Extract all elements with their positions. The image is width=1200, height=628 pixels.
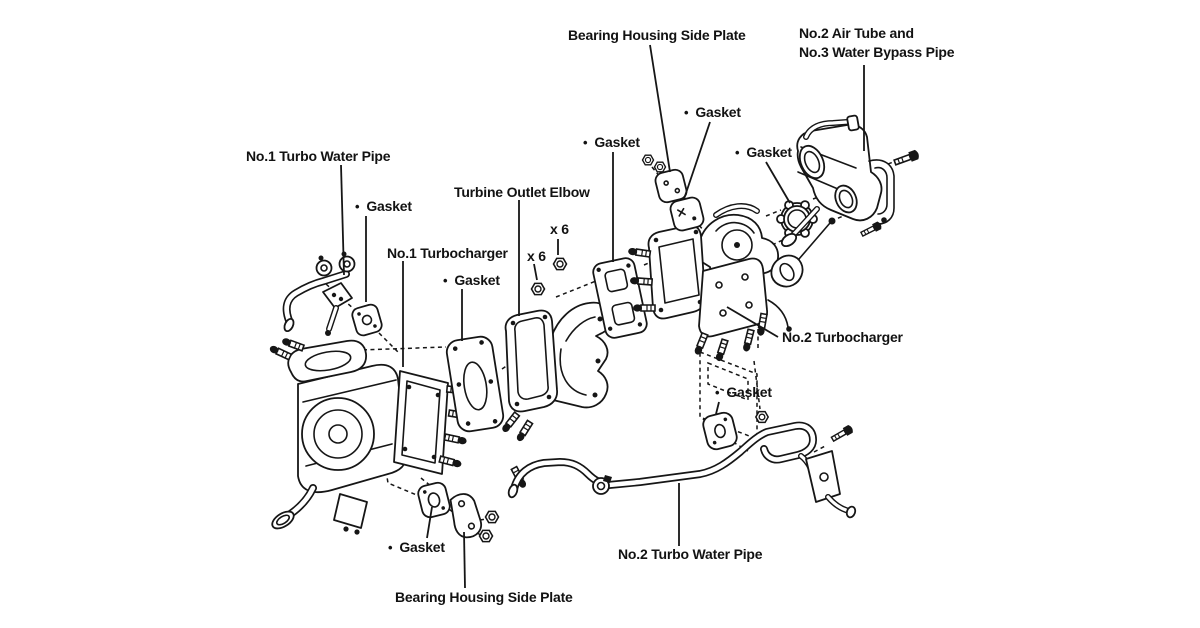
leader-x6-left xyxy=(533,263,538,281)
no1-turbocharger-drawing xyxy=(267,336,473,535)
bullet-marker: • xyxy=(388,540,393,555)
air-tube-bolt-upper xyxy=(892,148,921,168)
no2-turbocharger-drawing xyxy=(626,203,836,363)
label-text: Bearing Housing Side Plate xyxy=(568,27,746,43)
label-no1-turbocharger: No.1 Turbocharger xyxy=(387,244,508,263)
label-bearing-housing-side-plate-bottom: Bearing Housing Side Plate xyxy=(395,588,573,607)
no2-turbo-water-pipe-drawing xyxy=(507,410,857,519)
label-text: Gasket xyxy=(594,134,640,150)
label-text: No.1 Turbo Water Pipe xyxy=(246,148,391,164)
leader-gasket-upper-right xyxy=(765,161,791,204)
pipe-mounting-dashed-box xyxy=(699,350,758,441)
leader-bearing-housing-side-plate-top xyxy=(649,44,671,173)
no1-turbo-water-pipe-drawing xyxy=(282,251,356,336)
label-text: Gasket xyxy=(454,272,500,288)
bullet-marker: • xyxy=(583,135,588,150)
label-text: Gasket xyxy=(695,104,741,120)
label-text: No.1 Turbocharger xyxy=(387,245,508,261)
label-no2-turbo-water-pipe: No.2 Turbo Water Pipe xyxy=(618,545,763,564)
leader-gasket-top-center xyxy=(683,121,711,200)
label-text: No.2 Air Tube and No.3 Water Bypass Pipe xyxy=(799,25,955,60)
manifold-nut-x6-right xyxy=(552,257,568,271)
no1-water-pipe-gasket-drawing xyxy=(351,303,383,337)
leader-bearing-housing-side-plate-bottom xyxy=(463,531,466,589)
leader-no1-turbo-water-pipe xyxy=(340,164,345,276)
label-bearing-housing-side-plate-top: Bearing Housing Side Plate xyxy=(568,26,746,45)
label-x6-left: x 6 xyxy=(527,247,546,266)
label-turbine-outlet-elbow: Turbine Outlet Elbow xyxy=(454,183,590,202)
bullet-marker: • xyxy=(355,199,360,214)
bullet-marker: • xyxy=(735,145,740,160)
leader-gasket-lower-right xyxy=(715,401,720,415)
label-text: Gasket xyxy=(726,384,772,400)
label-gasket-center-left: • Gasket xyxy=(443,271,500,290)
label-no2-turbocharger: No.2 Turbocharger xyxy=(782,328,903,347)
label-no1-turbo-water-pipe: No.1 Turbo Water Pipe xyxy=(246,147,391,166)
label-text: Gasket xyxy=(366,198,412,214)
leader-lines xyxy=(340,44,865,589)
label-text: Bearing Housing Side Plate xyxy=(395,589,573,605)
label-gasket-lower-right: • Gasket xyxy=(715,383,772,402)
bullet-marker: • xyxy=(715,385,720,400)
bottom-gasket-drawing xyxy=(417,481,451,519)
water-pipe-nut xyxy=(755,410,769,424)
label-no2-air-tube-and-no3-water-bypass-pipe: No.2 Air Tube and No.3 Water Bypass Pipe xyxy=(799,24,955,62)
leader-no2-turbocharger xyxy=(726,306,779,338)
label-text: Gasket xyxy=(399,539,445,555)
label-text: No.2 Turbocharger xyxy=(782,329,903,345)
label-gasket-upper-right: • Gasket xyxy=(735,143,792,162)
bullet-marker: • xyxy=(684,105,689,120)
label-text: x 6 xyxy=(550,221,569,237)
label-text: x 6 xyxy=(527,248,546,264)
turbine-outlet-elbow-drawing xyxy=(499,301,613,444)
label-x6-right: x 6 xyxy=(550,220,569,239)
water-pipe-gasket-drawing xyxy=(702,411,738,451)
bearing-housing-side-plate-top-drawing xyxy=(641,154,705,232)
leader-gasket-bottom-left xyxy=(426,506,433,539)
top-square-gasket-drawing xyxy=(669,196,705,232)
water-pipe-bolt xyxy=(829,423,855,444)
label-gasket-left: • Gasket xyxy=(355,197,412,216)
air-tube-bolt-lower xyxy=(859,220,884,239)
label-text: Turbine Outlet Elbow xyxy=(454,184,590,200)
no1-turbo-gasket-drawing xyxy=(445,335,505,433)
bullet-marker: • xyxy=(443,273,448,288)
label-gasket-upper-middle: • Gasket xyxy=(583,133,640,152)
label-gasket-top-center: • Gasket xyxy=(684,103,741,122)
manifold-nut-x6-left xyxy=(530,282,546,296)
label-text: No.2 Turbo Water Pipe xyxy=(618,546,763,562)
bearing-housing-side-plate-bottom-drawing xyxy=(449,493,482,539)
label-gasket-bottom-left: • Gasket xyxy=(388,538,445,557)
no2-air-tube-drawing xyxy=(780,114,921,248)
label-text: Gasket xyxy=(746,144,792,160)
